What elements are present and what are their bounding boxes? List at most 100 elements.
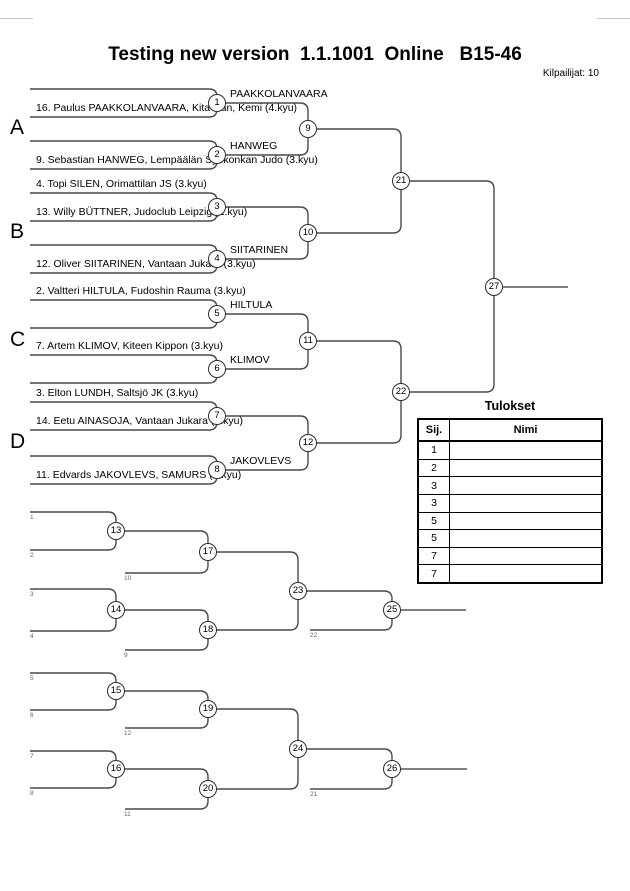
player-name-lundh: 3. Elton LUNDH, Saltsjö JK (3.kyu) [36,387,199,399]
player-name-paakkolanvaara: 16. Paulus PAAKKOLANVAARA, Kita-Kan, Kem… [36,102,298,114]
match-circle-27: 27 [485,278,503,296]
match-circle-20: 20 [199,780,217,798]
results-row: 1 [419,442,601,460]
result-place: 5 [419,530,450,547]
match-circle-4: 4 [208,250,226,268]
result-name [450,495,601,512]
results-header-row: Sij. Nimi [419,420,601,442]
advancer-label-siitarinen: SIITARINEN [230,244,289,256]
match-5-lines [30,299,218,329]
advancer-label-jakovlevs: JAKOVLEVS [230,455,292,467]
match-19-lines [116,690,209,729]
match-circle-18: 18 [199,621,217,639]
result-place: 3 [419,494,450,512]
match-13-lines [30,511,117,551]
result-place: 2 [419,459,450,477]
entry-label-6: 6 [30,712,34,719]
results-row: 5 [419,512,601,531]
results-row: 7 [419,547,601,566]
advancer-label-hanweg: HANWEG [230,140,278,152]
match-25-lines [298,590,393,631]
match-26-lines [298,748,393,790]
match-21-lines [308,128,402,234]
results-table: Sij. Nimi 1 2 3 3 5 5 7 [417,418,603,584]
match-circle-16: 16 [107,760,125,778]
entry-label-21: 21 [310,791,318,798]
result-name [450,477,601,494]
player-name-buttner: 13. Willy BÜTTNER, Judoclub Leipzig (1.k… [36,206,248,218]
results-header-nimi: Nimi [513,424,538,436]
advancer-label-paakkolanvaara: PAAKKOLANVAARA [230,88,328,100]
result-name [450,530,601,547]
entry-label-2: 2 [30,552,34,559]
result-place: 1 [419,442,450,459]
results-title: Tulokset [484,399,536,413]
results-row: 7 [419,565,601,582]
player-name-jakovlevs: 11. Edvards JAKOVLEVS, SAMURS (3.kyu) [36,469,242,481]
match-6-lines [30,354,218,384]
match-circle-9: 9 [299,120,317,138]
results-row: 2 [419,459,601,478]
results-header-sij: Sij. [419,420,450,440]
match-circle-5: 5 [208,305,226,323]
report-title: Testing new version 1.1.1001 Online B15-… [108,44,522,65]
result-place: 3 [419,477,450,494]
match-circle-15: 15 [107,682,125,700]
entry-label-11: 11 [124,811,131,818]
entry-label-4: 4 [30,633,34,640]
player-name-hiltula: 2. Valtteri HILTULA, Fudoshin Rauma (3.k… [36,285,246,297]
result-name [450,548,601,565]
match-circle-17: 17 [199,543,217,561]
player-name-hanweg: 9. Sebastian HANWEG, Lempäälän Syokonkan… [36,154,318,166]
match-23-lines [208,551,299,631]
match-circle-1: 1 [208,94,226,112]
match-circle-10: 10 [299,224,317,242]
result-name [450,460,601,477]
match-circle-2: 2 [208,146,226,164]
entry-label-7: 7 [30,753,34,760]
match-circle-19: 19 [199,700,217,718]
section-label-b: B [10,220,25,243]
entry-label-10: 10 [124,575,132,582]
match-15-lines [30,672,117,711]
result-place: 7 [419,565,450,582]
match-circle-11: 11 [299,332,317,350]
section-label-a: A [10,116,25,139]
advancer-label-klimov: KLIMOV [230,354,270,366]
match-27-lines [401,180,495,393]
results-row: 5 [419,530,601,548]
match-circle-3: 3 [208,198,226,216]
match-circle-26: 26 [383,760,401,778]
competitors-count: Kilpailijat: 10 [542,68,599,79]
match-circle-6: 6 [208,360,226,378]
match-16-lines [30,750,117,789]
entry-label-3: 3 [30,591,34,598]
entry-label-5: 5 [30,675,34,682]
advancer-label-hiltula: HILTULA [230,299,273,311]
entry-label-1: 1 [30,514,34,521]
results-row: 3 [419,477,601,495]
player-name-ainasoja: 14. Eetu AINASOJA, Vantaan Jukara (3.kyu… [36,415,243,427]
result-name [450,442,601,459]
player-name-klimov: 7. Artem KLIMOV, Kiteen Kippon (3.kyu) [36,340,223,352]
match-circle-14: 14 [107,601,125,619]
match-18-lines [116,609,209,651]
entry-label-9: 9 [124,652,128,659]
entry-label-8: 8 [30,790,34,797]
match-17-lines [116,530,209,574]
result-name [450,565,601,582]
results-row: 3 [419,494,601,513]
entry-label-22: 22 [310,632,318,639]
player-name-siitarinen: 12. Oliver SIITARINEN, Vantaan Jukara (3… [36,258,256,270]
match-circle-23: 23 [289,582,307,600]
section-label-d: D [10,430,26,453]
match-22-lines [308,340,402,444]
match-circle-7: 7 [208,407,226,425]
match-24-lines [208,708,299,790]
result-place: 7 [419,547,450,565]
match-14-lines [30,588,117,632]
match-circle-24: 24 [289,740,307,758]
match-circle-12: 12 [299,434,317,452]
match-circle-25: 25 [383,601,401,619]
